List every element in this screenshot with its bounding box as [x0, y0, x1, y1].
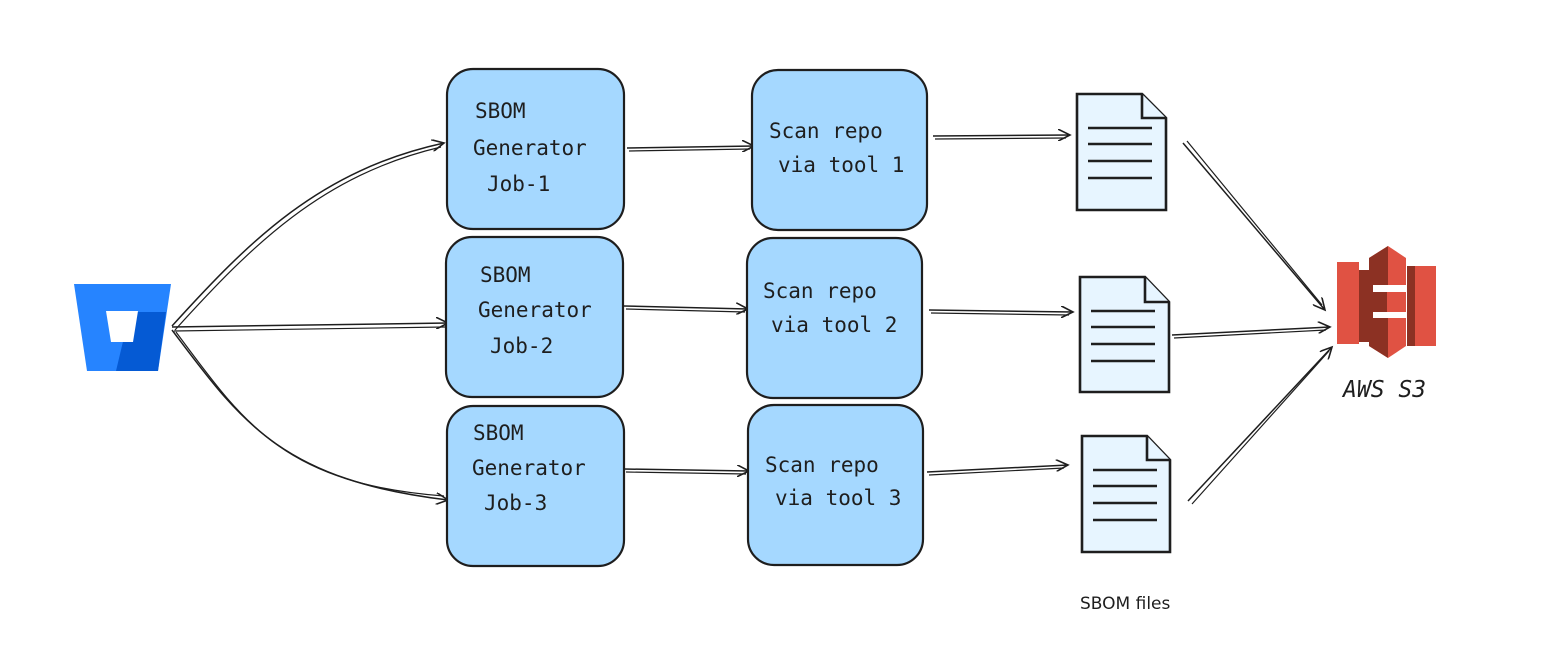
job-2-line-2: Generator: [478, 298, 592, 322]
arrow-scan-1-file-1: [932, 135, 1070, 136]
scan-box-2: Scan repo via tool 2: [745, 236, 924, 400]
scan-2-line-2: via tool 2: [771, 313, 897, 337]
job-box-2: SBOM Generator Job-2: [444, 235, 625, 399]
arrow-file-1-s3: [1182, 142, 1325, 310]
source-to-job-arrows: [171, 143, 448, 500]
job-2-line-1: SBOM: [480, 263, 531, 287]
aws-s3-label: AWS S3: [1341, 377, 1426, 403]
arrow-file-3-s3: [1187, 347, 1332, 502]
document-icon: [1080, 434, 1172, 554]
arrow-scan-3-file-3: [926, 465, 1068, 473]
arrow-source-job-2: [171, 323, 448, 327]
job-1-line-1: SBOM: [475, 99, 526, 123]
job-box-3: SBOM Generator Job-3: [445, 404, 626, 568]
scan-3-line-1: Scan repo: [765, 453, 879, 477]
scan-1-line-1: Scan repo: [769, 119, 883, 143]
job-3-line-3: Job-3: [484, 491, 547, 515]
scan-box-1: Scan repo via tool 1: [750, 68, 929, 232]
job-3-line-2: Generator: [472, 456, 586, 480]
file-to-s3-arrows: [1171, 140, 1332, 505]
aws-s3-icon: [1337, 246, 1436, 358]
scan-1-line-2: via tool 1: [778, 153, 904, 177]
document-icon: [1075, 92, 1168, 212]
scan-to-file-arrows: [926, 135, 1073, 476]
arrow-source-job-3: [171, 329, 448, 500]
job-to-scan-arrows: [623, 146, 754, 474]
job-1-line-3: Job-1: [487, 172, 550, 196]
sbom-files-caption: SBOM files: [1080, 594, 1170, 614]
scan-box-3: Scan repo via tool 3: [746, 403, 925, 567]
job-2-line-3: Job-2: [490, 334, 553, 358]
scan-2-line-1: Scan repo: [763, 279, 877, 303]
arrow-job-1-scan-1: [626, 146, 754, 148]
arrow-source-job-1: [171, 143, 444, 327]
arrow-scan-2-file-2: [928, 310, 1073, 312]
scan-3-line-2: via tool 3: [775, 486, 901, 510]
arrow-job-2-scan-2: [623, 306, 748, 309]
arrow-file-2-s3: [1171, 327, 1330, 336]
job-3-line-1: SBOM: [473, 421, 524, 445]
arrow-job-3-scan-3: [623, 469, 749, 471]
document-icon: [1078, 275, 1171, 394]
bitbucket-icon: [74, 284, 171, 371]
job-1-line-2: Generator: [473, 136, 587, 160]
job-box-1: SBOM Generator Job-1: [445, 67, 626, 231]
